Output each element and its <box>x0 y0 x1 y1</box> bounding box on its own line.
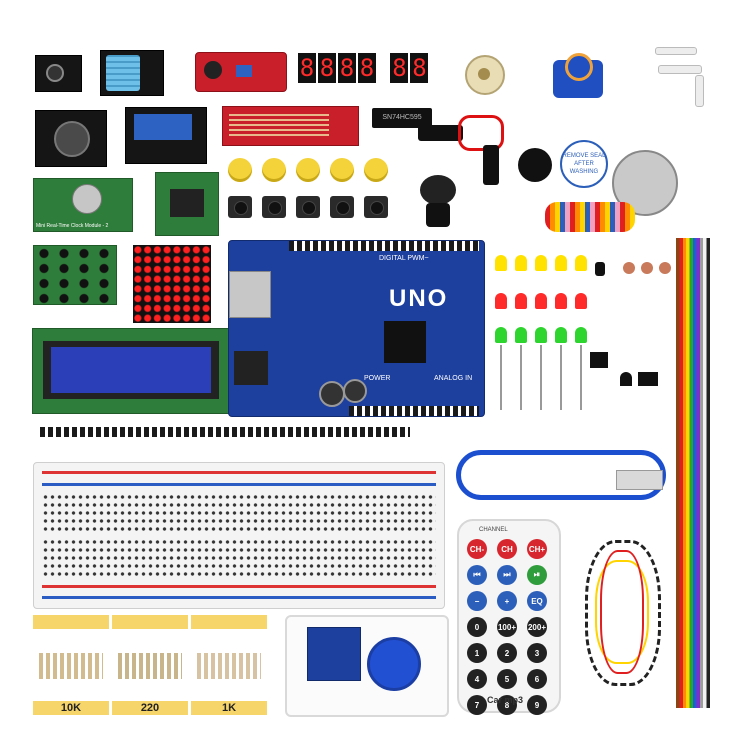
remote-key-18[interactable]: 7 <box>467 695 487 715</box>
led-array <box>490 255 590 415</box>
remote-key-9[interactable]: 0 <box>467 617 487 637</box>
rfid-card <box>285 615 449 717</box>
sound-sensor-module <box>195 52 287 92</box>
remote-key-12[interactable]: 1 <box>467 643 487 663</box>
push-buttons-yellow <box>228 158 398 186</box>
remote-key-2[interactable]: CH+ <box>527 539 547 559</box>
tactile-switches <box>228 196 398 220</box>
remote-key-10[interactable]: 100+ <box>497 617 517 637</box>
joystick-icon <box>416 175 461 230</box>
transistors <box>620 372 660 392</box>
arduino-uno-board: DIGITAL PWM~ UNO POWER ANALOG IN <box>228 240 485 417</box>
arduino-power-text: POWER <box>364 375 391 382</box>
water-level-sensor <box>222 106 359 146</box>
rtc-caption: Mini Real-Time Clock Module - 2 <box>36 223 109 229</box>
resistor-label-220: 220 <box>140 702 160 714</box>
arduino-brand: UNO <box>389 285 449 312</box>
resistor-strip-1k: 1K <box>191 615 267 715</box>
remote-key-17[interactable]: 6 <box>527 669 547 689</box>
servo-horns <box>650 45 710 107</box>
rtc-module: Mini Real-Time Clock Module - 2 <box>33 178 133 232</box>
rainbow-ribbon-cable <box>676 238 710 708</box>
battery-clip-icon <box>418 115 508 200</box>
resistor-strip-220: 220 <box>112 615 188 715</box>
jumper-wires-bundle <box>565 530 670 690</box>
remote-key-20[interactable]: 9 <box>527 695 547 715</box>
remote-key-0[interactable]: CH- <box>467 539 487 559</box>
potentiometer <box>465 55 505 105</box>
servo-motor-icon <box>545 48 615 108</box>
dht-sensor-module <box>100 50 164 96</box>
lcd-module <box>32 328 230 414</box>
relay-module <box>125 107 207 164</box>
remote-key-6[interactable]: − <box>467 591 487 611</box>
remote-key-19[interactable]: 8 <box>497 695 517 715</box>
led-matrix <box>133 245 211 323</box>
stepper-motor-icon <box>612 150 678 216</box>
resistor-label-10k: 10K <box>60 702 82 714</box>
seal-text: REMOVE SEAL AFTER WASHING <box>562 153 606 175</box>
remote-key-7[interactable]: + <box>497 591 517 611</box>
rainbow-ribbon-small <box>545 202 635 232</box>
remote-key-4[interactable]: ⏭ <box>497 565 517 585</box>
remote-header: CHANNEL <box>479 527 508 533</box>
remote-key-16[interactable]: 5 <box>497 669 517 689</box>
resistor-strip-10k: 10K <box>33 615 109 715</box>
remote-key-1[interactable]: CH <box>497 539 517 559</box>
remote-key-11[interactable]: 200+ <box>527 617 547 637</box>
chip-label: SN74HC595 <box>382 114 422 121</box>
remote-brand: Car mp3 <box>487 695 524 705</box>
remote-key-8[interactable]: EQ <box>527 591 547 611</box>
rfid-keyfob-icon <box>367 637 421 691</box>
joystick-module <box>35 110 107 167</box>
remote-key-13[interactable]: 2 <box>497 643 517 663</box>
stepper-driver-board <box>155 172 219 236</box>
resistor-label-1k: 1K <box>221 702 237 714</box>
remote-key-3[interactable]: ⏮ <box>467 565 487 585</box>
remote-key-14[interactable]: 3 <box>527 643 547 663</box>
usb-cable-icon <box>456 440 666 500</box>
photoresistors <box>595 262 675 362</box>
buzzer-seal-label: REMOVE SEAL AFTER WASHING <box>560 140 608 188</box>
remote-key-15[interactable]: 4 <box>467 669 487 689</box>
arduino-analog-text: ANALOG IN <box>434 375 473 382</box>
button-keypad-module <box>33 245 117 305</box>
pin-header-strip <box>40 427 410 437</box>
ir-receiver <box>590 352 608 368</box>
arduino-header-text: DIGITAL PWM~ <box>379 255 429 262</box>
ir-receiver-module <box>35 55 82 92</box>
remote-key-5[interactable]: ⏯ <box>527 565 547 585</box>
buzzer <box>518 148 552 182</box>
breadboard <box>33 462 445 609</box>
shift-register-chip: SN74HC595 <box>372 108 432 128</box>
